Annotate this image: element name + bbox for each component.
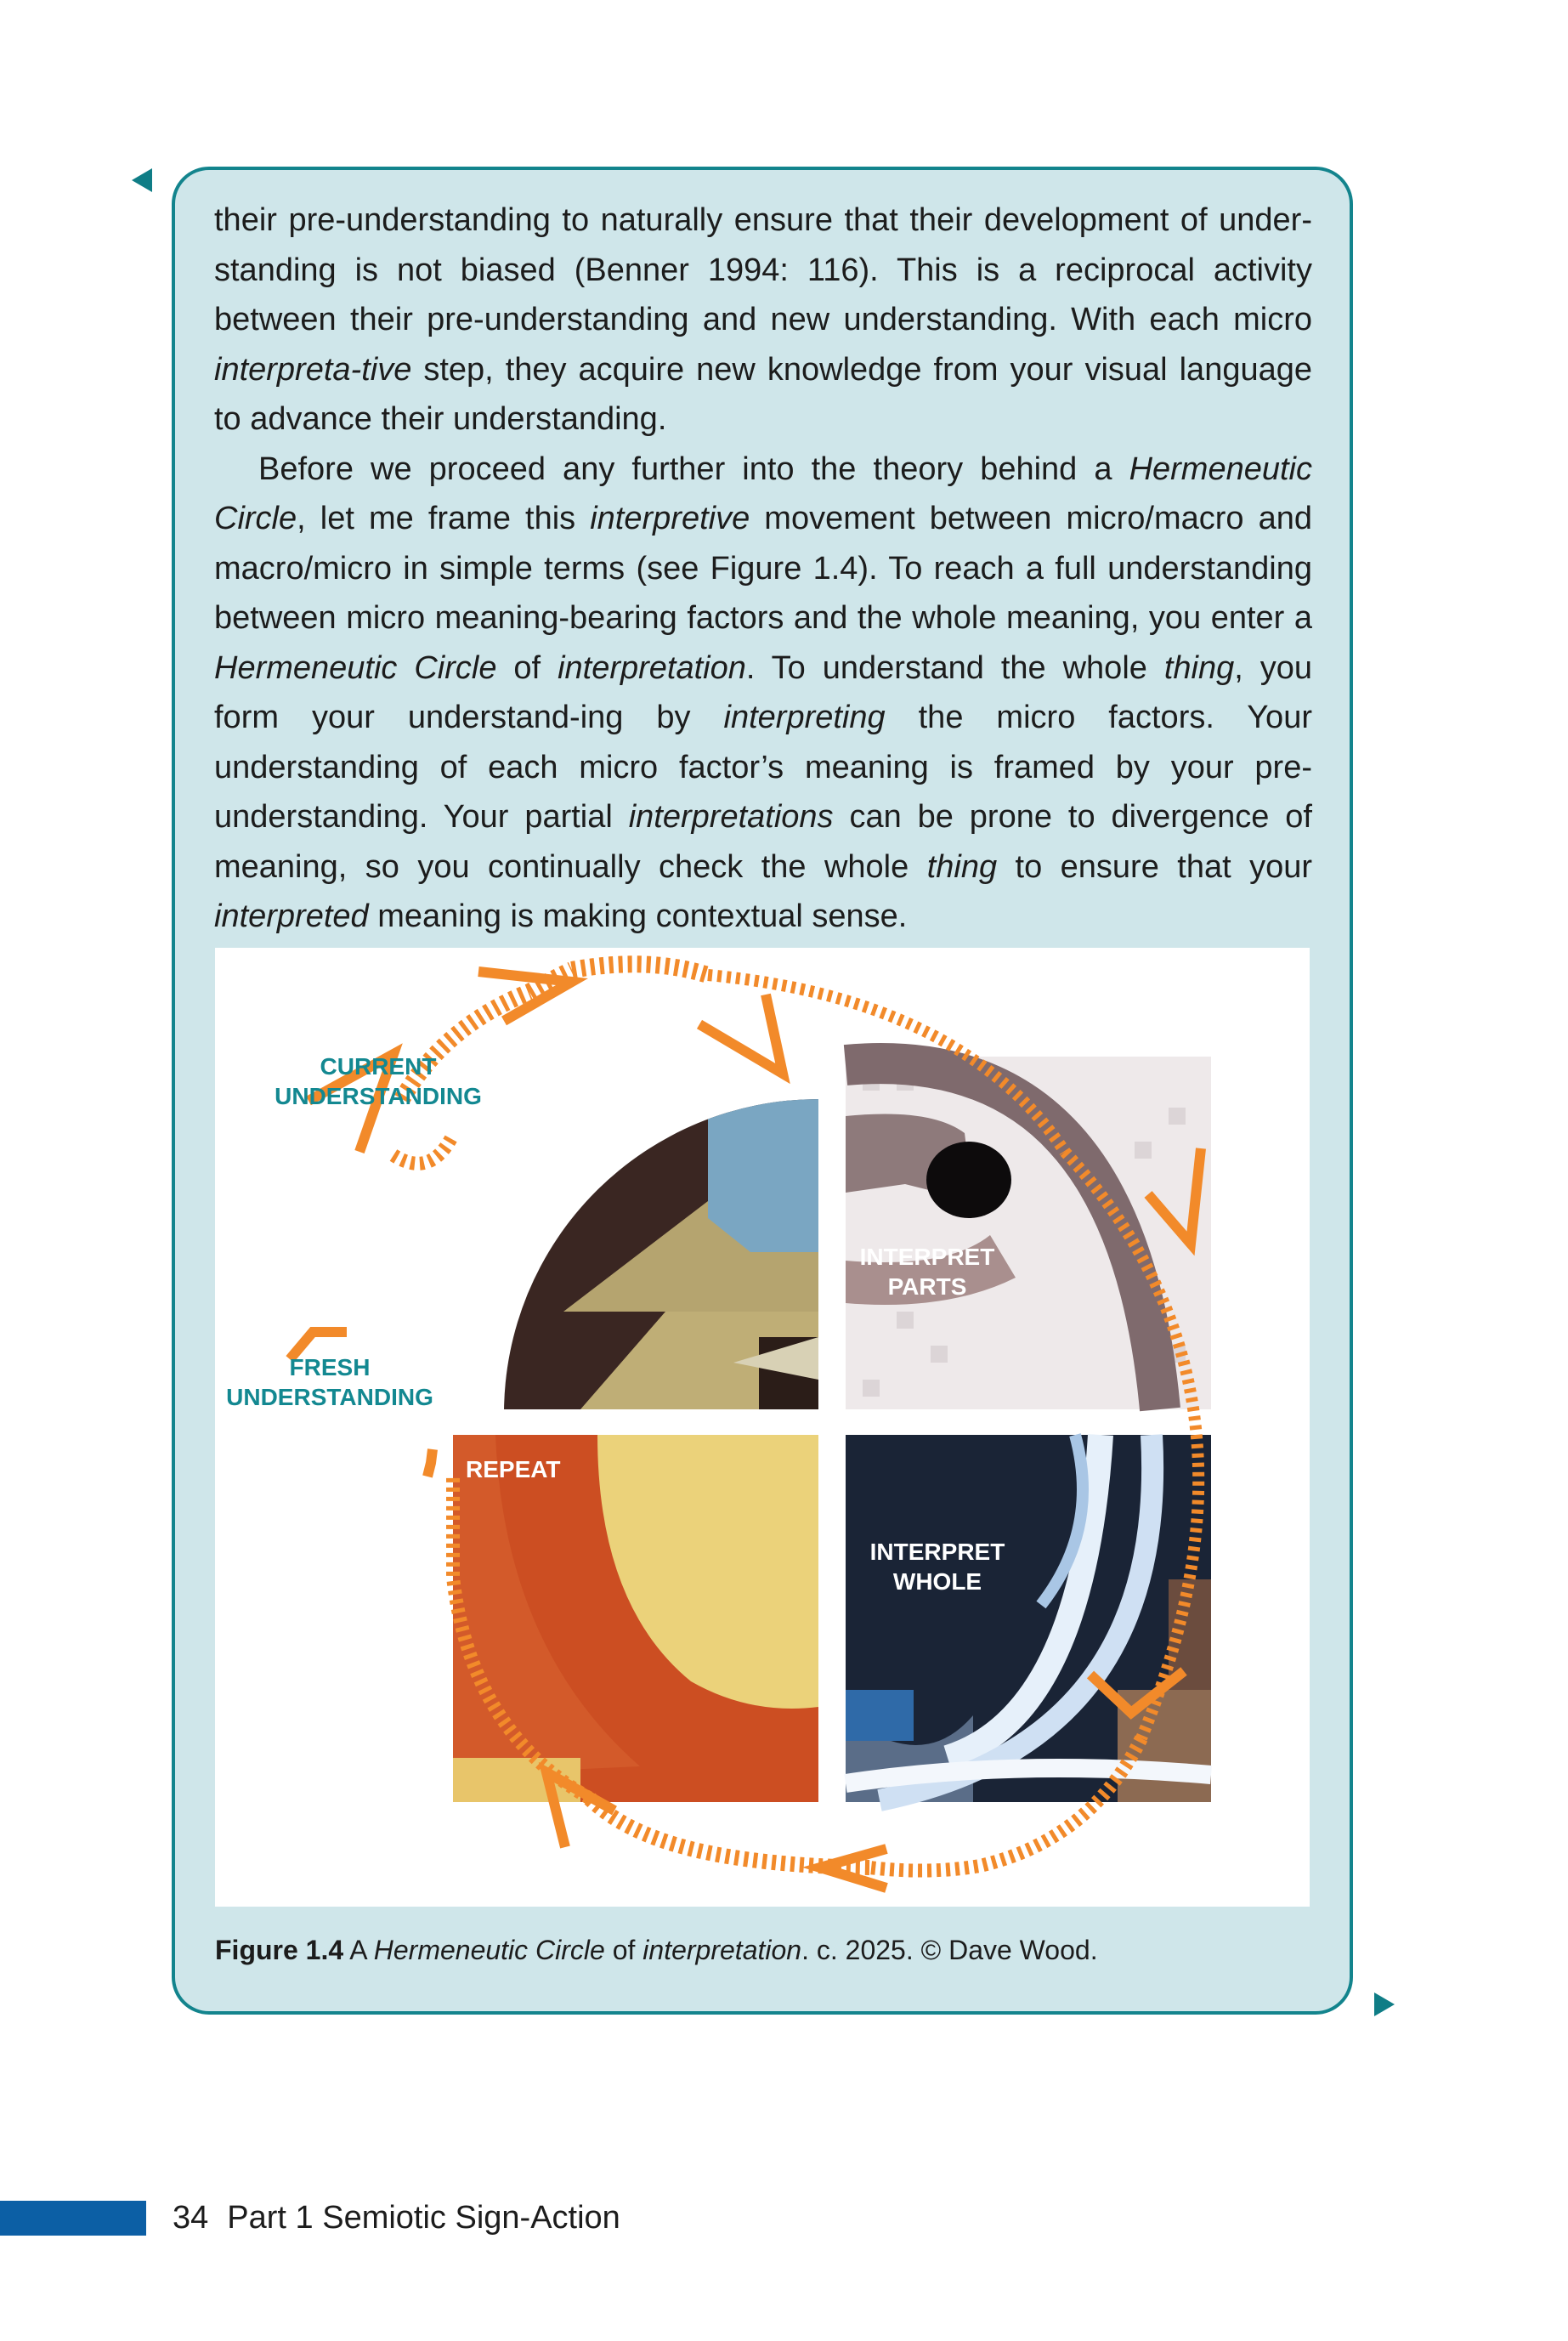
paragraph-2: Before we proceed any further into the t… bbox=[214, 451, 1313, 935]
body-text: their pre-understanding to naturally ens… bbox=[214, 196, 1312, 942]
figure-hermeneutic-circle: CURRENT UNDERSTANDING FRESH UNDERSTANDIN… bbox=[215, 948, 1310, 1907]
label-repeat: REPEAT bbox=[466, 1456, 561, 1482]
footer-section: Part 1 Semiotic Sign-Action bbox=[227, 2200, 620, 2236]
image-quadrant-bottom-left bbox=[453, 1435, 818, 1802]
running-footer: 34 Part 1 Semiotic Sign-Action bbox=[173, 2196, 639, 2239]
image-quadrant-top-right bbox=[843, 1043, 1211, 1412]
arrowhead-right bbox=[1144, 1148, 1206, 1256]
label-interpret-whole-1: INTERPRET bbox=[870, 1539, 1005, 1565]
label-fresh-2: UNDERSTANDING bbox=[226, 1384, 433, 1410]
continued-from-marker bbox=[132, 168, 152, 192]
arrowhead-top bbox=[478, 966, 588, 1026]
figure-illustration: CURRENT UNDERSTANDING FRESH UNDERSTANDIN… bbox=[226, 955, 1212, 1893]
paragraph-1: their pre-understanding to naturally ens… bbox=[214, 202, 1312, 437]
arrowhead-bottom-left bbox=[538, 1761, 617, 1849]
figure-caption: Figure 1.4 A Hermeneutic Circle of inter… bbox=[215, 1935, 1098, 1965]
arrowhead-top-right bbox=[696, 993, 790, 1085]
label-fresh-1: FRESH bbox=[290, 1354, 371, 1380]
continues-marker bbox=[1374, 1992, 1395, 2016]
label-current-1: CURRENT bbox=[320, 1053, 437, 1080]
label-interpret-parts-1: INTERPRET bbox=[860, 1244, 995, 1270]
arrowhead-top-left bbox=[306, 1043, 403, 1153]
image-quadrant-bottom-right bbox=[844, 1433, 1212, 1811]
arrowhead-bottom bbox=[801, 1844, 888, 1893]
page-number: 34 bbox=[173, 2200, 209, 2236]
label-interpret-parts-2: PARTS bbox=[888, 1273, 967, 1300]
image-quadrant-top-left bbox=[504, 1099, 818, 1409]
cycle-arrowheads bbox=[286, 966, 1206, 1893]
footer-accent-bar bbox=[0, 2201, 146, 2236]
label-interpret-whole-2: WHOLE bbox=[893, 1568, 982, 1595]
arrowhead-bottom-right bbox=[1086, 1667, 1187, 1720]
arrowhead-left bbox=[286, 1327, 347, 1363]
label-current-2: UNDERSTANDING bbox=[275, 1083, 482, 1109]
